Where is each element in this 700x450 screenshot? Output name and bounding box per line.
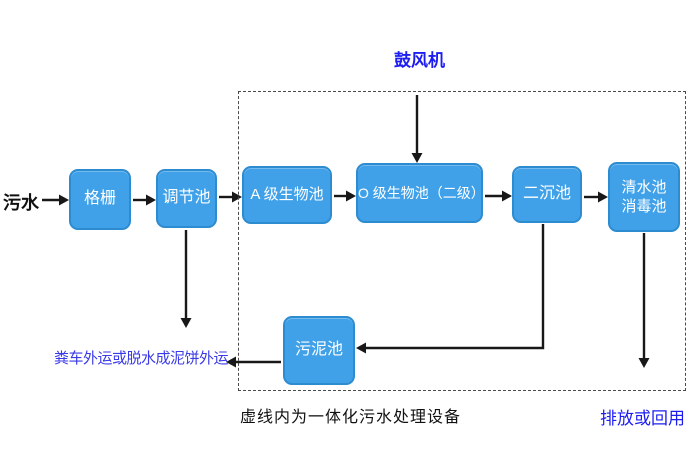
- blower-label: 鼓风机: [394, 51, 445, 70]
- node-o-bio-tank: O 级生物池（二级）: [356, 163, 485, 223]
- node-secondary-sedimentation-tank: 二沉池: [512, 166, 582, 223]
- clear-water-tank-line1: 清水池: [621, 178, 667, 196]
- node-a-bio-tank: A 级生物池: [242, 166, 332, 224]
- equipment-boundary-dashed-box: [238, 91, 686, 391]
- effluent-label: 排放或回用: [600, 409, 685, 428]
- sludge-disposal-label: 粪车外运或脱水成泥饼外运: [54, 350, 229, 367]
- boundary-caption: 虚线内为一体化污水处理设备: [240, 409, 462, 426]
- node-regulating-tank: 调节池: [156, 169, 217, 228]
- node-grid: 格栅: [69, 169, 131, 230]
- node-clear-water-disinfection-tank: 清水池 消毒池: [608, 162, 680, 232]
- node-sludge-tank: 污泥池: [283, 316, 355, 385]
- clear-water-tank-line2: 消毒池: [621, 198, 667, 215]
- influent-label: 污水: [3, 193, 39, 213]
